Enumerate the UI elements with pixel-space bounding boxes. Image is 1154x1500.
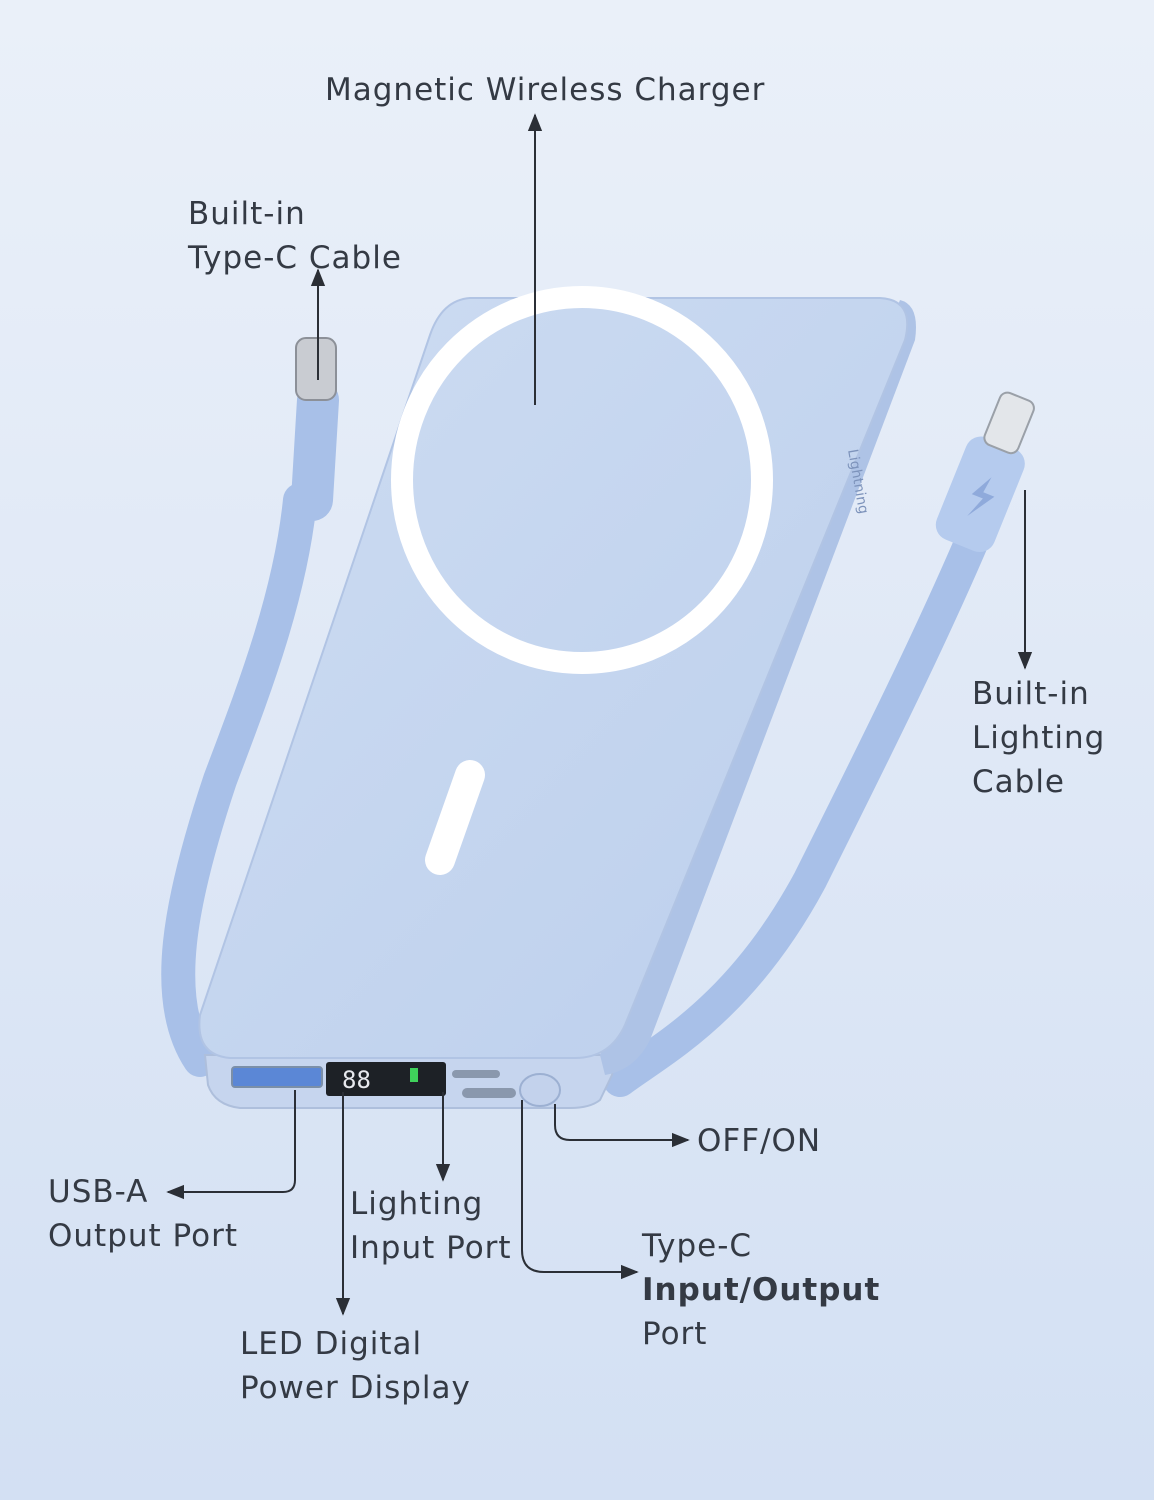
lightning-cable xyxy=(603,493,1002,1097)
led-readout: 88 xyxy=(342,1066,371,1094)
type-c-connector xyxy=(295,337,337,401)
magnetic-ring xyxy=(391,286,773,674)
offon-callout xyxy=(554,1104,690,1148)
label-magnetic-charger: Magnetic Wireless Charger xyxy=(325,72,766,108)
lightning-connector xyxy=(983,391,1035,455)
type-c-cable-neck xyxy=(291,379,339,521)
charge-indicator-icon xyxy=(410,1068,418,1082)
bolt-icon xyxy=(967,477,995,516)
type-c-cable xyxy=(161,483,317,1077)
typec-port-callout xyxy=(521,1100,639,1280)
device-front-face xyxy=(198,297,909,1059)
power-button[interactable] xyxy=(519,1073,561,1107)
alignment-indicator xyxy=(425,760,485,875)
label-offon: OFF/ON xyxy=(697,1123,822,1159)
usb-a-port xyxy=(231,1066,323,1088)
lightning-input-port xyxy=(452,1070,500,1078)
usba-callout xyxy=(166,1090,296,1200)
type-c-port xyxy=(462,1088,516,1098)
